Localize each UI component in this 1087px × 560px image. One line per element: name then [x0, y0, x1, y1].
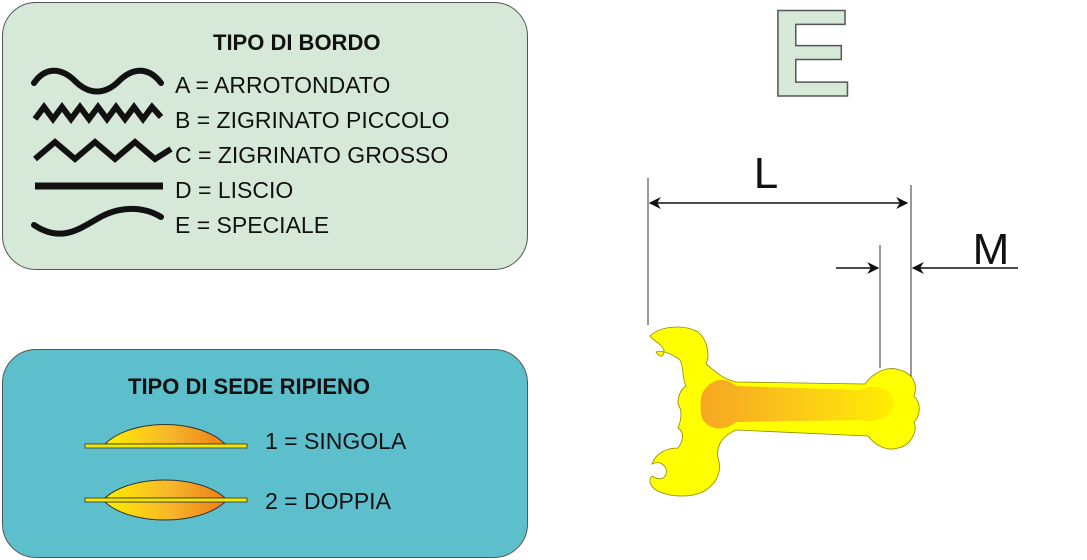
edge-a-label: A = ARROTONDATO [175, 72, 391, 98]
double-seat-icon [84, 479, 248, 521]
edge-code-letter: E [770, 0, 853, 123]
wave-rounded-icon [31, 67, 164, 95]
pasta-shape [649, 326, 920, 497]
straight-line-icon [35, 182, 163, 190]
m-dimension-label: M [973, 225, 1010, 274]
edge-type-panel: TIPO DI BORDO A = ARROTONDATO B = ZIGRIN… [2, 2, 528, 270]
edge-type-title: TIPO DI BORDO [213, 30, 381, 55]
seat-single-label: 1 = SINGOLA [265, 428, 407, 454]
zigzag-large-icon [33, 138, 173, 163]
s-curve-icon [31, 205, 164, 237]
single-seat-icon [84, 424, 248, 449]
seat-double-label: 2 = DOPPIA [265, 488, 391, 514]
filling-seat-title: TIPO DI SEDE RIPIENO [128, 374, 371, 399]
filling-seat-panel: TIPO DI SEDE RIPIENO 1 = SINGOLA 2 = DOP… [2, 349, 528, 558]
edge-d-label: D = LISCIO [175, 177, 294, 203]
l-dimension-label: L [754, 149, 778, 198]
zigzag-small-icon [32, 102, 164, 124]
edge-e-label: E = SPECIALE [175, 212, 330, 238]
edge-c-label: C = ZIGRINATO GROSSO [175, 142, 449, 168]
edge-b-label: B = ZIGRINATO PICCOLO [175, 107, 450, 133]
pasta-dimension-diagram: E L M [647, 0, 1018, 497]
